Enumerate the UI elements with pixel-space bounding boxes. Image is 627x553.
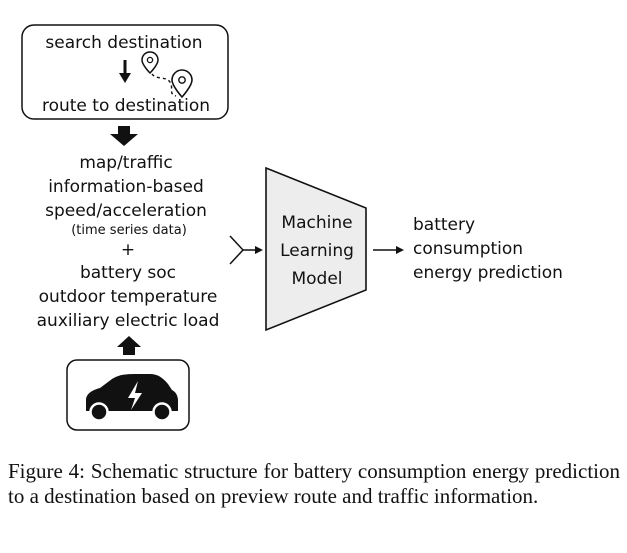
- input-line-4: (time series data): [71, 223, 187, 238]
- model-to-output-arrow: [373, 246, 404, 254]
- dashed-route-line: [151, 73, 177, 97]
- output-line-3: energy prediction: [413, 263, 563, 283]
- location-pin-icon: [141, 51, 159, 75]
- route-to-destination-label: route to destination: [42, 96, 210, 116]
- output-line-1: battery: [413, 215, 475, 235]
- input-line-5: battery soc: [80, 263, 176, 283]
- inputs-to-model-arrow: [229, 235, 263, 265]
- route-down-arrow: [119, 60, 131, 83]
- input-line-1: map/traffic: [79, 153, 172, 173]
- search-destination-label: search destination: [45, 33, 202, 53]
- car-box: [66, 359, 190, 431]
- lightning-bolt-icon: [128, 381, 142, 410]
- diagram: search destination route to destination …: [21, 24, 563, 431]
- input-line-2: information-based: [48, 177, 204, 197]
- model-label-line-1: Machine: [281, 213, 352, 233]
- model-label-line-2: Learning: [280, 241, 354, 261]
- ml-model-block: [265, 166, 367, 332]
- input-line-7: auxiliary electric load: [37, 311, 220, 331]
- model-label-line-3: Model: [291, 269, 342, 289]
- route-box: [21, 24, 229, 120]
- input-line-6: outdoor temperature: [39, 287, 218, 307]
- route-to-inputs-arrow: [110, 126, 138, 146]
- input-line-3: speed/acceleration: [45, 201, 207, 221]
- car-to-inputs-arrow: [117, 336, 141, 355]
- output-line-2: consumption: [413, 239, 523, 259]
- location-pin-icon: [171, 69, 193, 99]
- input-plus: +: [121, 240, 135, 260]
- figure-caption: Figure 4: Schematic structure for batter…: [8, 459, 620, 508]
